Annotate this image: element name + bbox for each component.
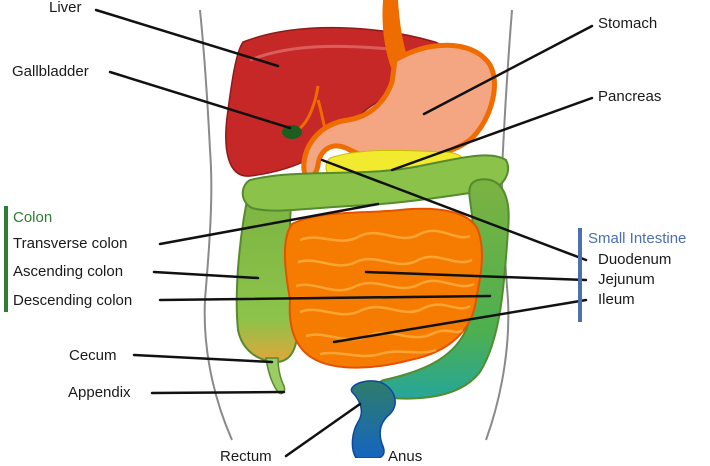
label-rectum: Rectum <box>220 448 272 465</box>
gallbladder-leader <box>108 70 292 130</box>
label-jejunum: Jejunum <box>598 271 655 288</box>
cecum-leader <box>132 353 274 364</box>
label-cecum: Cecum <box>69 347 117 364</box>
label-appendix: Appendix <box>68 384 131 401</box>
label-pancreas: Pancreas <box>598 88 662 105</box>
small-intestine-group-bar <box>578 228 582 322</box>
label-anus: Anus <box>388 448 423 465</box>
label-colon-group: Colon <box>13 209 53 226</box>
appendix-shape <box>265 357 286 395</box>
rectum-leader <box>284 402 362 458</box>
leader-lines <box>94 8 594 458</box>
stomach-shape <box>301 42 497 180</box>
colon-group-bar <box>4 206 8 312</box>
descending-colon-leader <box>158 294 492 302</box>
small-intestine-folds <box>295 229 475 358</box>
stomach-leader <box>422 24 594 116</box>
liver-leader <box>94 8 280 68</box>
ileum-leader <box>332 298 588 344</box>
pancreas-leader <box>390 96 594 172</box>
transverse-colon-leader <box>158 202 380 246</box>
label-transverse-colon: Transverse colon <box>13 235 128 252</box>
gallbladder-shape <box>282 125 302 139</box>
esophagus <box>382 0 410 70</box>
label-descending-colon: Descending colon <box>13 292 133 309</box>
label-gallbladder: Gallbladder <box>12 63 89 80</box>
ascending-colon-leader <box>152 270 260 280</box>
duodenum-leader <box>320 158 588 262</box>
label-liver: Liver <box>49 0 82 16</box>
label-stomach: Stomach <box>598 15 658 32</box>
liver-highlight <box>249 44 401 62</box>
label-small-intestine-group: Small Intestine <box>588 230 687 247</box>
appendix-leader <box>150 390 286 395</box>
label-duodenum: Duodenum <box>598 251 672 268</box>
label-ileum: Ileum <box>598 291 635 308</box>
small-intestine-shape <box>283 207 483 369</box>
label-ascending-colon: Ascending colon <box>13 263 124 280</box>
rectum-shape <box>350 380 396 458</box>
jejunum-leader <box>364 270 588 282</box>
